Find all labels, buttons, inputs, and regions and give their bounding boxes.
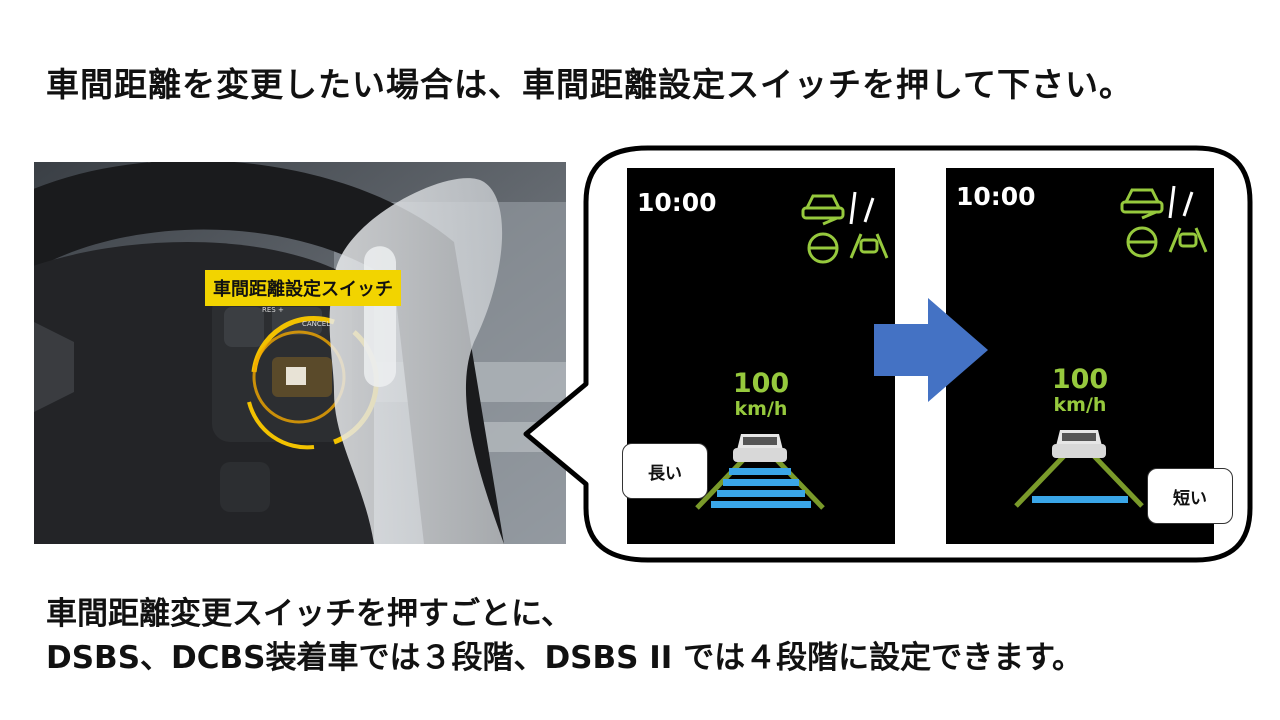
footer-line-1: 車間距離変更スイッチを押すごとに、 bbox=[46, 596, 573, 632]
adas-indicators bbox=[1014, 185, 1208, 508]
speed-value: 100 bbox=[732, 368, 790, 399]
res-label: RES + bbox=[262, 306, 284, 314]
clock-display: 10:00 bbox=[956, 182, 1036, 211]
lane-change-icon bbox=[1168, 185, 1194, 219]
adas-indicators bbox=[695, 191, 889, 510]
speed-value: 100 bbox=[1051, 364, 1109, 395]
lane-keep-icon bbox=[849, 233, 889, 259]
distance-bars bbox=[1032, 496, 1128, 503]
speed-unit: km/h bbox=[734, 398, 788, 420]
lane-keep-icon bbox=[1168, 227, 1208, 253]
clock-display: 10:00 bbox=[637, 188, 717, 217]
page-heading: 車間距離を変更したい場合は、車間距離設定スイッチを押して下さい。 bbox=[46, 65, 1134, 104]
callout-long: 長い bbox=[622, 443, 708, 499]
cancel-label: CANCEL bbox=[302, 320, 330, 328]
footer-text: 車間距離変更スイッチを押すごとに、 DSBS、DCBS装着車では３段階、DSBS… bbox=[46, 592, 1256, 680]
distance-bars bbox=[711, 468, 811, 508]
steering-wheel-photo: E F RES + CANCEL 車間距離設定スイッチ bbox=[34, 162, 566, 544]
leading-car-icon bbox=[1052, 430, 1106, 458]
footer-line-2: DSBS、DCBS装着車では３段階、DSBS II では４段階に設定できます。 bbox=[46, 640, 1084, 676]
leading-car-icon bbox=[733, 434, 787, 462]
steering-wheel-illustration: E F RES + CANCEL bbox=[34, 162, 566, 544]
steering-assist-icon bbox=[1126, 226, 1158, 258]
speed-unit: km/h bbox=[1053, 394, 1107, 416]
callout-short: 短い bbox=[1147, 468, 1233, 524]
car-alert-icon bbox=[801, 194, 845, 226]
car-alert-icon bbox=[1120, 188, 1164, 220]
steering-assist-icon bbox=[807, 232, 839, 264]
switch-label: 車間距離設定スイッチ bbox=[205, 270, 401, 306]
lane-change-icon bbox=[849, 191, 875, 225]
